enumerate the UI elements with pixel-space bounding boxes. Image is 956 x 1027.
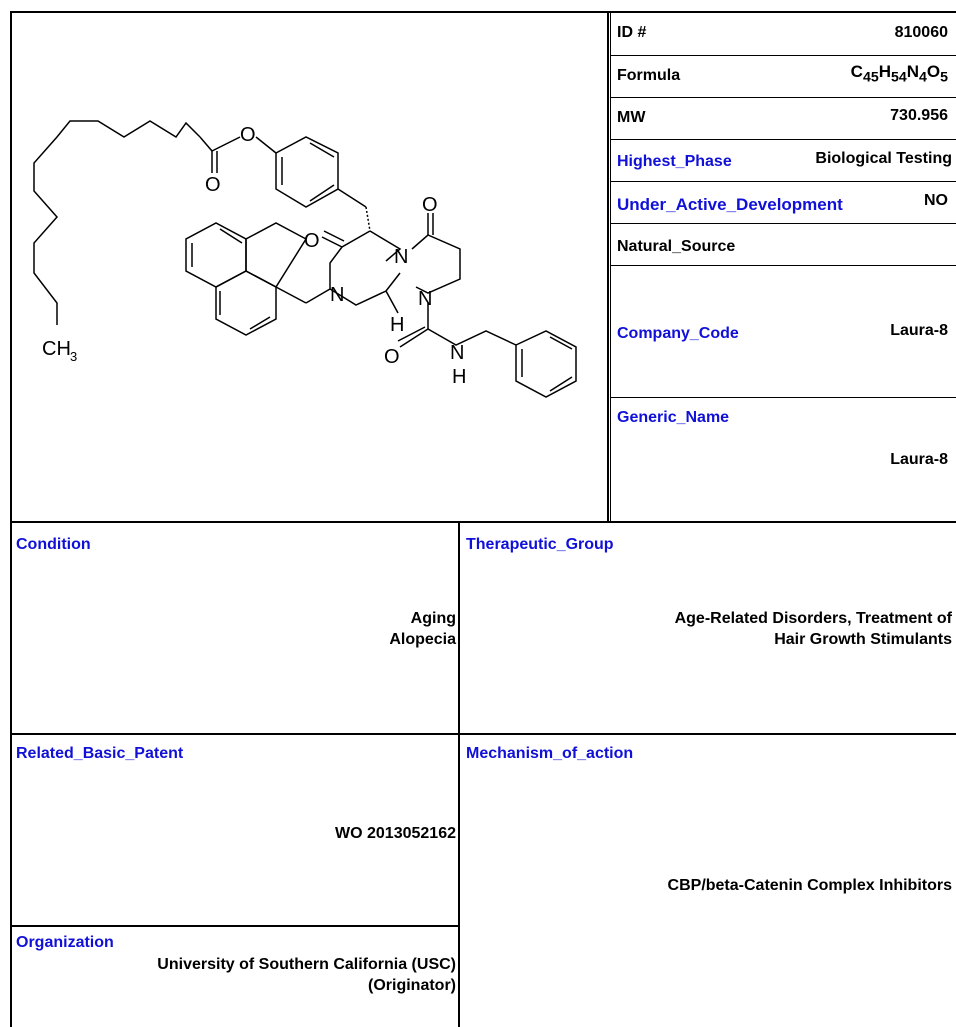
under-active-development-value: NO	[924, 192, 948, 209]
atom-label-n-ring-top: N	[394, 246, 408, 268]
formula-c-count: 45	[862, 69, 879, 86]
row-line-1	[610, 55, 956, 56]
highest-phase-value: Biological Testing	[815, 150, 952, 167]
atom-label-ester-o: O	[240, 124, 256, 146]
divider-structure-right	[607, 11, 609, 522]
generic-name-value: Laura-8	[890, 451, 948, 468]
col-divider-lower	[458, 521, 460, 1027]
row-line-3	[610, 139, 956, 140]
formula-n: N	[906, 62, 920, 81]
condition-value-1: Aging	[410, 610, 456, 627]
mw-value: 730.956	[890, 107, 948, 124]
condition-label: Condition	[16, 536, 91, 553]
condition-values: Aging Alopecia	[389, 608, 456, 650]
highest-phase-label: Highest_Phase	[617, 153, 732, 170]
atom-label-amide-o-left: O	[304, 230, 320, 252]
formula-o-count: 5	[940, 69, 948, 86]
section-line-mid	[10, 733, 956, 735]
organization-top	[10, 925, 460, 927]
condition-value-2: Alopecia	[389, 631, 456, 648]
related-basic-patent-value: WO 2013052162	[335, 825, 456, 842]
company-code-value: Laura-8	[890, 322, 948, 339]
therapeutic-group-value-1: Age-Related Disorders, Treatment of	[674, 610, 952, 627]
organization-label: Organization	[16, 934, 114, 951]
row-line-7	[610, 397, 956, 398]
atom-label-urea-h: H	[452, 366, 466, 388]
row-line-6	[610, 265, 956, 266]
under-active-development-label: Under_Active_Development	[617, 195, 843, 214]
atom-label-urea-n: N	[450, 342, 464, 364]
chemical-structure: O O O O N N N H O N H CH 3	[33, 120, 577, 398]
formula-label: Formula	[617, 67, 681, 84]
formula-value: C45H54N4O5	[851, 62, 948, 85]
formula-c: C	[850, 62, 863, 81]
mechanism-of-action-label: Mechanism_of_action	[466, 745, 634, 762]
organization-values: University of Southern California (USC) …	[157, 954, 456, 996]
row-line-5	[610, 223, 956, 224]
atom-label-n-ring-left: N	[330, 284, 344, 306]
border-left	[10, 11, 12, 1027]
organization-value-2: (Originator)	[368, 977, 456, 994]
mw-label: MW	[617, 109, 646, 126]
atom-label-n-ring-bottom: N	[418, 288, 432, 310]
atom-label-ch-subscript: 3	[70, 349, 77, 364]
border-top	[10, 11, 956, 13]
formula-o: O	[926, 62, 941, 81]
mechanism-of-action-value: CBP/beta-Catenin Complex Inhibitors	[667, 877, 952, 894]
header-bottom	[10, 521, 956, 523]
atom-label-urea-o: O	[384, 346, 400, 368]
therapeutic-group-value-2: Hair Growth Stimulants	[774, 631, 952, 648]
atom-label-carbonyl-o: O	[205, 174, 221, 196]
organization-value-1: University of Southern California (USC)	[157, 956, 456, 973]
atom-label-amide-o-top: O	[422, 194, 438, 216]
natural-source-label: Natural_Source	[617, 238, 736, 255]
therapeutic-group-label: Therapeutic_Group	[466, 536, 614, 553]
company-code-label: Company_Code	[617, 325, 739, 342]
formula-n-count: 4	[919, 69, 927, 86]
atom-label-ch: CH	[42, 338, 71, 360]
divider-inner-right	[610, 11, 611, 522]
formula-h: H	[878, 62, 891, 81]
row-line-4	[610, 181, 956, 182]
therapeutic-group-values: Age-Related Disorders, Treatment of Hair…	[675, 608, 952, 650]
id-value: 810060	[894, 24, 948, 41]
generic-name-label: Generic_Name	[617, 409, 730, 426]
id-label: ID #	[617, 24, 647, 41]
row-line-2	[610, 97, 956, 98]
atom-label-h-stereo: H	[390, 314, 404, 336]
related-basic-patent-label: Related_Basic_Patent	[16, 745, 184, 762]
formula-h-count: 54	[890, 69, 907, 86]
